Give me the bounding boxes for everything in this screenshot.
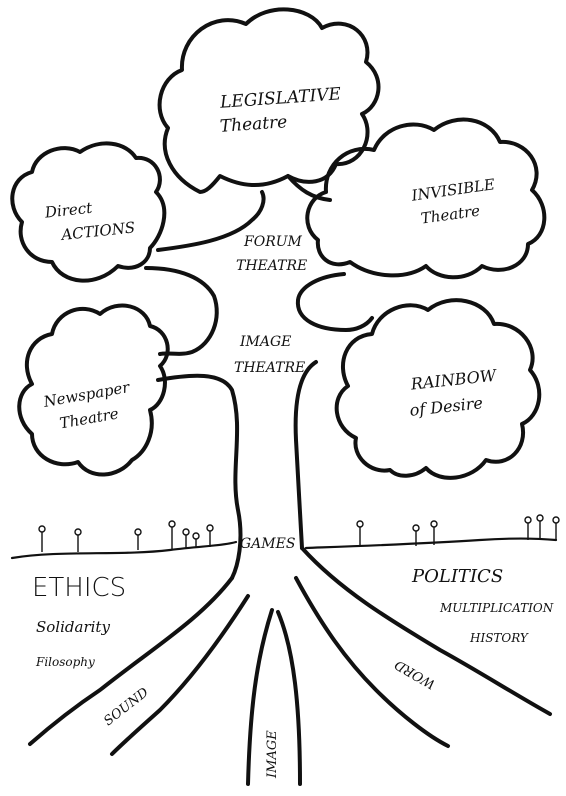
branch-right-mid [295,272,374,332]
branch-left-mid [144,266,219,356]
root-right-inner [294,576,450,748]
label-legislative: LEGISLATIVE Theatre [218,84,349,137]
branch-left-upper [156,190,266,252]
label-image-theatre: IMAGE THEATRE [234,334,305,376]
cloud-direct-actions [10,141,167,283]
label-image-root: IMAGE [265,730,280,779]
branch-right-upper [286,174,332,202]
label-direct-actions: Direct ACTIONS [43,194,136,245]
label-rainbow: RAINBOW of Desire [406,365,505,420]
trunk-left-edge [156,373,243,580]
root-center-left [246,608,274,786]
root-left-outer [28,576,234,746]
root-right-outer [300,546,552,716]
label-history: HISTORY [469,631,529,645]
root-center-right [276,610,302,786]
cloud-invisible [305,117,547,280]
cloud-newspaper [17,303,170,477]
label-philosophy: Filosophy [35,655,95,669]
root-left-inner [110,594,250,756]
trunk-right-edge [293,360,318,550]
cloud-legislative [157,7,381,194]
flowers-left [38,520,214,552]
label-multiplication: MULTIPLICATION [439,601,554,615]
label-forum-theatre: FORUM THEATRE [236,234,307,274]
flowers-right [356,514,560,547]
label-politics: POLITICS [411,566,503,587]
ground-line-left [10,540,238,560]
label-ethics: ETHICS [32,573,126,603]
label-word: WORD [392,656,438,691]
label-newspaper: Newspaper Theatre [41,377,139,434]
label-invisible: INVISIBLE Theatre [409,175,504,229]
label-games: GAMES [240,536,295,552]
ground-line-right [304,537,558,550]
cloud-rainbow [334,298,542,480]
label-solidarity: Solidarity [36,618,110,636]
